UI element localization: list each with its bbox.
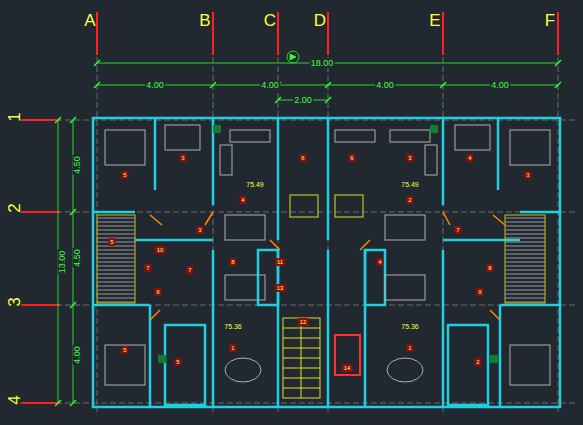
axis-letter: E — [429, 12, 440, 29]
room-number: 5 — [121, 346, 128, 354]
axis-letter: B — [199, 12, 210, 29]
dimension: 4.00 — [490, 81, 510, 90]
room-number: 8 — [229, 258, 236, 266]
room-number: 4 — [239, 196, 246, 204]
axis-number: 3 — [6, 297, 23, 306]
room-number: 7 — [186, 266, 193, 274]
dimension: 4.00 — [145, 81, 165, 90]
room-number: 7 — [454, 226, 461, 234]
axis-letter: D — [314, 12, 326, 29]
room-number: 4 — [466, 154, 473, 162]
unit-number: 75.36 — [400, 323, 420, 330]
dimension: 4.00 — [375, 81, 395, 90]
room-number: 2 — [474, 358, 481, 366]
room-number: 5 — [174, 358, 181, 366]
axis-number: 2 — [6, 203, 23, 212]
room-number: 8 — [486, 264, 493, 272]
room-number: 10 — [155, 246, 166, 254]
room-number: 7 — [144, 264, 151, 272]
room-number: 6 — [299, 154, 306, 162]
dimension: 2.00 — [293, 96, 313, 105]
dimension: 4.00 — [73, 345, 82, 365]
room-number: 5 — [121, 171, 128, 179]
dimension: 18.00 — [310, 59, 335, 68]
dimension: 13.00 — [58, 250, 67, 275]
room-number: 1 — [229, 344, 236, 352]
room-number: 9 — [476, 288, 483, 296]
room-number: 5 — [108, 238, 115, 246]
room-number: 4 — [376, 258, 383, 266]
unit-number: 75.36 — [223, 323, 243, 330]
room-number: 9 — [154, 288, 161, 296]
axis-number: 1 — [6, 112, 23, 121]
room-number: 3 — [524, 171, 531, 179]
dimension: 4.50 — [73, 155, 82, 175]
axis-letter: C — [264, 12, 276, 29]
axis-letter: F — [545, 12, 555, 29]
room-number: 12 — [298, 318, 309, 326]
room-number: 3 — [179, 154, 186, 162]
room-number: 3 — [406, 154, 413, 162]
room-number: 3 — [196, 226, 203, 234]
axis-letter: A — [84, 12, 95, 29]
room-number: 1 — [406, 344, 413, 352]
room-number: 2 — [406, 196, 413, 204]
room-number: 6 — [348, 154, 355, 162]
unit-number: 75.49 — [400, 181, 420, 188]
room-number: 14 — [342, 364, 353, 372]
axis-number: 4 — [6, 395, 23, 404]
room-number: 13 — [275, 284, 286, 292]
unit-number: 75.49 — [245, 181, 265, 188]
room-number: 11 — [275, 258, 285, 266]
dimension: 4.50 — [73, 248, 82, 268]
dimension: 4.00 — [260, 81, 280, 90]
